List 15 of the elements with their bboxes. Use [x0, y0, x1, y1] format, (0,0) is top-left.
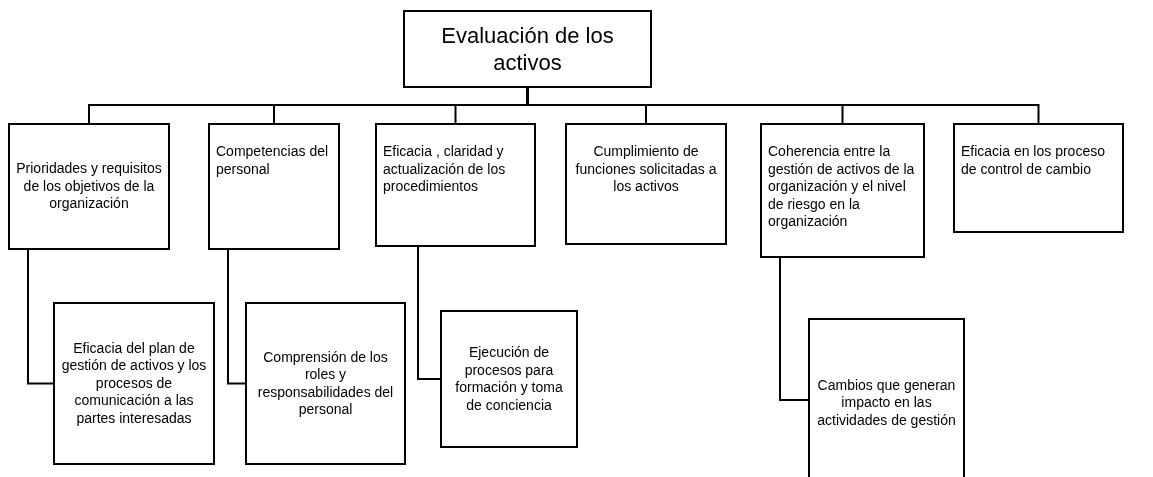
connector-line — [417, 246, 441, 380]
category-box: Comprensión de los roles y responsabilidades del personal — [245, 302, 406, 465]
category-box: Cambios que generan impacto en las actividades de gestión — [808, 318, 965, 477]
connector-line — [779, 257, 809, 401]
category-box: Competencias del personal — [208, 123, 340, 250]
category-box: Coherencia entre la gestión de activos de la organización y el nivel de riesgo en la organización — [760, 123, 925, 258]
connector-line — [227, 249, 246, 385]
category-box: Eficacia en los proceso de control de cambio — [953, 123, 1124, 233]
title-box: Evaluación de los activos — [403, 10, 652, 88]
category-box: Ejecución de procesos para formación y toma de conciencia — [440, 310, 578, 448]
category-box: Cumplimiento de funciones solicitadas a los activos — [565, 123, 727, 245]
connector-line — [27, 249, 54, 385]
category-box: Eficacia , claridad y actualización de los procedimientos — [375, 123, 536, 247]
category-box: Eficacia del plan de gestión de activos y los procesos de comunicación a las partes interesadas — [53, 302, 215, 465]
category-box: Prioridades y requisitos de los objetivos de la organización — [8, 123, 170, 250]
